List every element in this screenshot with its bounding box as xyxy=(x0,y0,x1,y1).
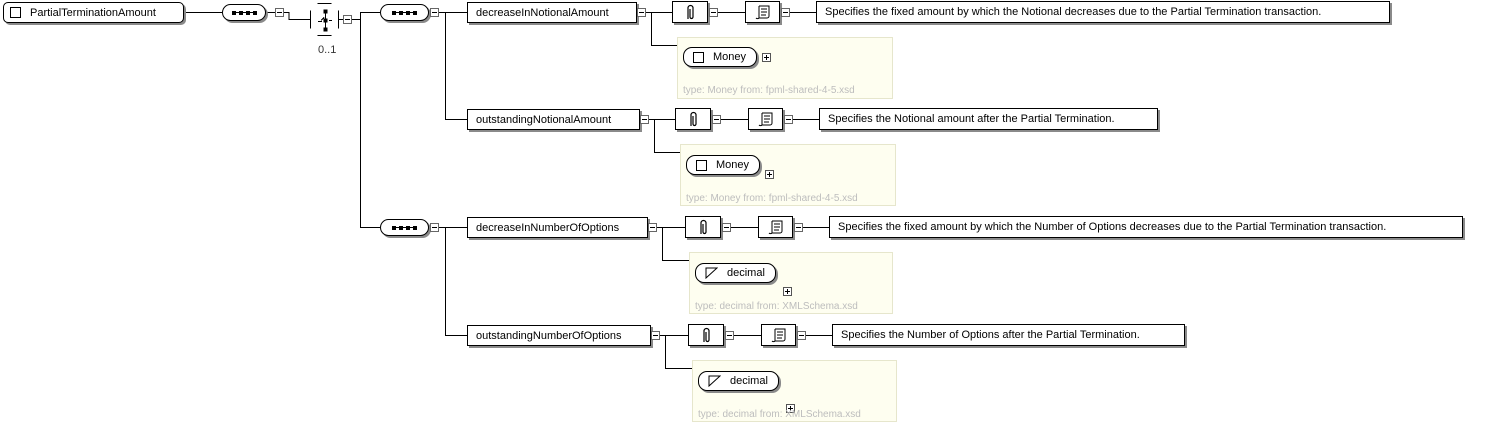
element-name: decreaseInNumberOfOptions xyxy=(476,221,620,234)
choice-occurrence: 0..1 xyxy=(318,44,337,56)
root-element-label: PartialTerminationAmount xyxy=(30,6,156,19)
choice-compositor[interactable] xyxy=(310,3,339,36)
type-label: Money xyxy=(713,51,747,63)
complex-type-icon xyxy=(693,51,704,63)
element-name: outstandingNumberOfOptions xyxy=(476,329,622,342)
collapse-annotation-button[interactable] xyxy=(725,331,734,340)
scroll-icon xyxy=(758,112,772,126)
simple-type-icon xyxy=(705,267,718,279)
root-element[interactable]: PartialTerminationAmount xyxy=(3,2,184,23)
attachment-icon xyxy=(703,327,710,342)
choice-icon xyxy=(311,4,340,37)
documentation-label: Specifies the Notional amount after the … xyxy=(828,113,1115,125)
collapse-element-button[interactable] xyxy=(640,115,649,124)
simple-type-icon xyxy=(708,375,721,387)
annotation-info-box[interactable] xyxy=(672,1,708,23)
scroll-icon xyxy=(755,5,769,19)
documentation-text: Specifies the fixed amount by which the … xyxy=(829,216,1463,238)
type-pill-decimal[interactable]: decimal xyxy=(695,263,776,283)
root-sequence-compositor[interactable] xyxy=(222,4,266,21)
collapse-documentation-button[interactable] xyxy=(781,8,790,17)
collapse-root-sequence-button[interactable] xyxy=(275,8,284,17)
documentation-text: Specifies the fixed amount by which the … xyxy=(816,1,1390,23)
scroll-icon xyxy=(771,328,785,342)
collapse-notional-sequence-button[interactable] xyxy=(430,8,439,17)
collapse-element-button[interactable] xyxy=(648,223,657,232)
scroll-icon xyxy=(768,220,782,234)
type-label: decimal xyxy=(727,267,765,279)
element-name: decreaseInNotionalAmount xyxy=(476,6,609,19)
type-source: type: decimal from: XMLSchema.xsd xyxy=(698,409,861,420)
attachment-icon xyxy=(690,111,697,126)
collapse-element-button[interactable] xyxy=(637,8,646,17)
type-pill-decimal[interactable]: decimal xyxy=(698,371,779,391)
collapse-annotation-button[interactable] xyxy=(722,223,731,232)
sequence-icon xyxy=(392,225,417,230)
collapse-annotation-button[interactable] xyxy=(709,8,718,17)
collapse-options-sequence-button[interactable] xyxy=(430,223,439,232)
collapse-documentation-button[interactable] xyxy=(797,331,806,340)
sequence-icon xyxy=(231,10,257,15)
annotation-info-box[interactable] xyxy=(685,216,721,238)
documentation-box[interactable] xyxy=(748,108,783,130)
collapse-element-button[interactable] xyxy=(651,331,660,340)
attachment-icon xyxy=(687,4,694,19)
annotation-info-box[interactable] xyxy=(688,324,724,346)
collapse-annotation-button[interactable] xyxy=(712,115,721,124)
documentation-label: Specifies the fixed amount by which the … xyxy=(825,6,1322,18)
element-outstanding-notional-amount[interactable]: outstandingNotionalAmount xyxy=(467,109,640,130)
type-source: type: Money from: fpml-shared-4-5.xsd xyxy=(683,85,855,96)
type-label: decimal xyxy=(730,375,768,387)
type-panel xyxy=(689,252,893,314)
options-sequence-compositor[interactable] xyxy=(380,219,429,236)
collapse-documentation-button[interactable] xyxy=(784,115,793,124)
element-decrease-in-notional-amount[interactable]: decreaseInNotionalAmount xyxy=(467,2,637,23)
type-source: type: decimal from: XMLSchema.xsd xyxy=(695,301,858,312)
annotation-info-box[interactable] xyxy=(675,108,711,130)
element-name: outstandingNotionalAmount xyxy=(476,113,612,126)
type-source: type: Money from: fpml-shared-4-5.xsd xyxy=(686,193,858,204)
documentation-box[interactable] xyxy=(745,1,780,23)
documentation-label: Specifies the fixed amount by which the … xyxy=(838,221,1387,233)
documentation-label: Specifies the Number of Options after th… xyxy=(841,329,1140,341)
type-label: Money xyxy=(716,159,750,171)
element-decrease-in-number-of-options[interactable]: decreaseInNumberOfOptions xyxy=(467,217,648,238)
collapse-documentation-button[interactable] xyxy=(794,223,803,232)
sequence-icon xyxy=(392,10,417,15)
complex-type-icon xyxy=(10,7,21,18)
documentation-box[interactable] xyxy=(758,216,793,238)
element-outstanding-number-of-options[interactable]: outstandingNumberOfOptions xyxy=(467,325,651,346)
type-panel xyxy=(680,144,896,206)
collapse-choice-button[interactable] xyxy=(343,15,352,24)
documentation-text: Specifies the Notional amount after the … xyxy=(819,108,1158,130)
complex-type-icon xyxy=(696,159,707,171)
attachment-icon xyxy=(700,219,707,234)
documentation-box[interactable] xyxy=(761,324,796,346)
notional-sequence-compositor[interactable] xyxy=(380,4,429,21)
type-pill-money[interactable]: Money xyxy=(686,155,761,175)
documentation-text: Specifies the Number of Options after th… xyxy=(832,324,1185,346)
expand-type-button[interactable] xyxy=(765,170,774,179)
type-panel xyxy=(677,37,893,99)
type-pill-money[interactable]: Money xyxy=(683,47,758,67)
expand-type-button[interactable] xyxy=(783,287,792,296)
expand-type-button[interactable] xyxy=(762,53,771,62)
expand-type-button[interactable] xyxy=(786,404,795,413)
